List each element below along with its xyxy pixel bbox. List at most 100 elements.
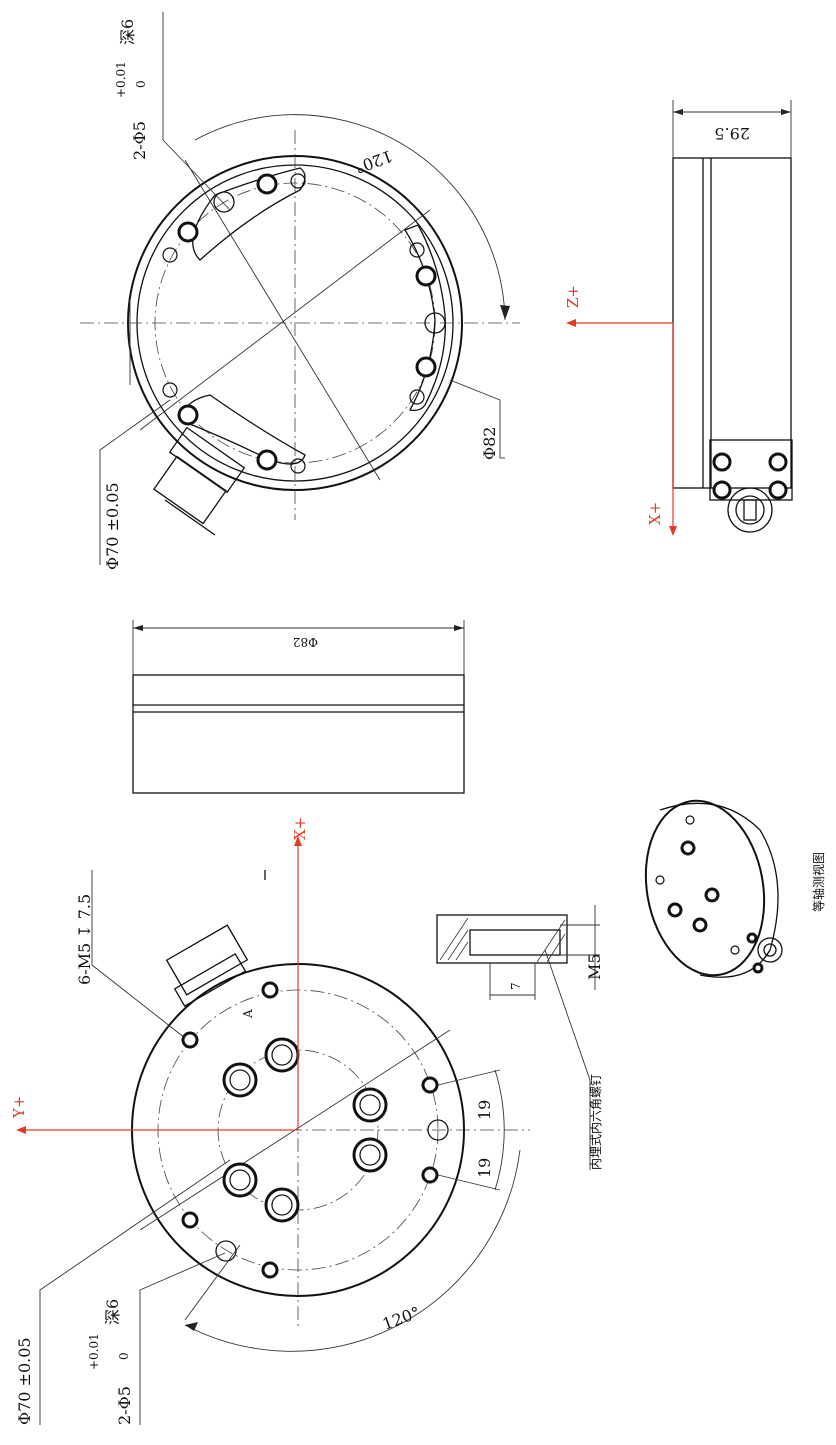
side-right-arrow-2 — [781, 109, 791, 115]
axis-z-label: Z+ — [564, 285, 582, 308]
section-m5-text: M5 — [585, 953, 604, 980]
top-view-diag-line-2 — [184, 159, 381, 481]
side-right-connector — [709, 439, 793, 533]
side-mid-diameter: Φ82 — [293, 635, 318, 649]
top-view-slot-upper — [192, 167, 306, 261]
bottom-dowel-2 — [215, 1240, 237, 1262]
bottom-view: A 19 19 120° X+ Y+ — [10, 817, 530, 1425]
iso-view: 等轴测视图 — [644, 799, 826, 978]
bottom-leader-pitch — [39, 1159, 231, 1425]
bottom-19-line-1 — [437, 1069, 501, 1086]
iso-bolt-4 — [692, 917, 708, 933]
iso-connector — [746, 932, 783, 974]
section-note-label: 内埋式内六角螺钉 — [589, 1074, 603, 1170]
top-bolt-3 — [415, 265, 437, 287]
bottom-pitch-callout: Φ70 ±0.05 — [15, 1337, 34, 1425]
bottom-m5-holes — [181, 981, 439, 1279]
bottom-19-line-2 — [437, 1174, 501, 1191]
section-body — [436, 914, 568, 964]
top-view-hole-callout: 2-Φ5 +0.01 0 深6 — [114, 19, 149, 160]
side-mid-arrow-2 — [454, 625, 464, 631]
bottom-hole-callout: 2-Φ5 +0.01 0 深6 — [87, 1299, 134, 1425]
top-od-text: Φ82 — [480, 427, 499, 460]
iso-hole-3 — [730, 945, 740, 955]
top-view-angle-arc — [194, 114, 506, 321]
section-detail: 7 M5 内埋式内六角螺钉 — [436, 905, 604, 1170]
top-view: 2-Φ5 +0.01 0 深6 120° Φ82 Φ70 ±0.05 — [80, 12, 520, 570]
section-note-leader — [544, 949, 591, 1170]
iso-bolt-1 — [680, 840, 696, 856]
section-hatch — [439, 917, 566, 963]
side-view-right: 29.5 Z+ X+ — [564, 100, 793, 536]
top-view-slot-right — [404, 224, 446, 412]
side-mid-body — [132, 674, 465, 794]
side-view-middle: Φ82 — [132, 620, 465, 794]
bottom-leader-hole — [139, 1252, 226, 1425]
top-pitch-text: Φ70 ±0.05 — [103, 482, 122, 570]
top-angle-text: 120° — [352, 146, 395, 177]
top-tol-upper: +0.01 — [114, 61, 128, 98]
top-bolt-4 — [415, 356, 437, 378]
top-view-pitch-label: Φ70 ±0.05 — [103, 482, 122, 570]
section-a-label-1: A — [241, 1009, 255, 1019]
bottom-thread-text: 6-M5 ↧ 7.5 — [75, 894, 94, 985]
axis-y-text: Y+ — [10, 1096, 28, 1119]
bottom-19-label-b: 19 — [475, 1158, 494, 1178]
top-depth: 深6 — [118, 19, 137, 45]
top-dowel-hole-1 — [213, 191, 235, 213]
top-bolt-5 — [177, 404, 199, 426]
bottom-pitch-text: Φ70 ±0.05 — [15, 1337, 34, 1425]
top-tol-lower: 0 — [134, 80, 148, 88]
bottom-19-text-b: 19 — [475, 1158, 494, 1178]
top-view-leader-hole — [162, 12, 231, 211]
top-view-slot-lower — [179, 394, 306, 465]
side-right-dim-label: 29.5 — [714, 124, 750, 143]
bottom-angle-label: 120° — [380, 1303, 423, 1334]
side-right-arrow-1 — [673, 109, 683, 115]
side-right-body — [672, 157, 792, 489]
bottom-19-label-a: 19 — [475, 1100, 494, 1120]
top-hole-1 — [290, 173, 306, 189]
top-dowel-hole-2 — [424, 312, 446, 334]
iso-hole-1 — [655, 875, 665, 885]
section-a-text-1: A — [241, 1009, 255, 1019]
iso-side-body — [659, 802, 779, 978]
axis-z-arrow — [566, 319, 576, 327]
bottom-connector — [165, 924, 249, 1008]
top-view-connector — [153, 426, 246, 536]
top-view-leader-pitch2 — [99, 399, 171, 565]
section-dim-7-label: 7 — [509, 982, 523, 990]
top-hole-callout-text: 2-Φ5 — [130, 121, 149, 160]
top-view-od-label: Φ82 — [480, 427, 499, 460]
axis-x-label-bottom: X+ — [291, 817, 309, 840]
top-bolt-1 — [256, 173, 278, 195]
bottom-angle-arc — [184, 1149, 521, 1352]
top-view-diag-line-1 — [139, 209, 431, 431]
top-bolt-6 — [256, 449, 278, 471]
top-view-leader-od — [449, 379, 501, 458]
iso-bolt-3 — [667, 902, 683, 918]
axis-y-label: Y+ — [10, 1096, 28, 1119]
iso-bolt-2 — [704, 887, 720, 903]
axis-x-label-right: X+ — [646, 502, 664, 525]
side-mid-arrow-1 — [133, 625, 143, 631]
section-dim-7-text: 7 — [509, 982, 523, 990]
top-view-arrowhead — [500, 305, 510, 320]
top-hole-4 — [409, 389, 425, 405]
top-hole-2 — [162, 247, 178, 263]
side-mid-dim-label: Φ82 — [293, 635, 318, 649]
top-hole-3 — [409, 242, 425, 258]
axis-x-arrow-bottom — [294, 836, 302, 846]
bottom-bolts — [222, 1037, 388, 1223]
iso-top-face — [644, 799, 766, 977]
iso-caption-text: 等轴测视图 — [811, 852, 826, 912]
iso-caption: 等轴测视图 — [811, 852, 826, 912]
section-m5-label: M5 — [585, 953, 604, 980]
axis-x-text-right: X+ — [646, 502, 664, 525]
bottom-dowel-1 — [427, 1119, 449, 1141]
bottom-tol-upper: +0.01 — [87, 1333, 101, 1370]
bottom-diag-2 — [184, 1244, 241, 1321]
section-note-text: 内埋式内六角螺钉 — [589, 1074, 603, 1170]
bottom-19-arc — [494, 1069, 505, 1191]
